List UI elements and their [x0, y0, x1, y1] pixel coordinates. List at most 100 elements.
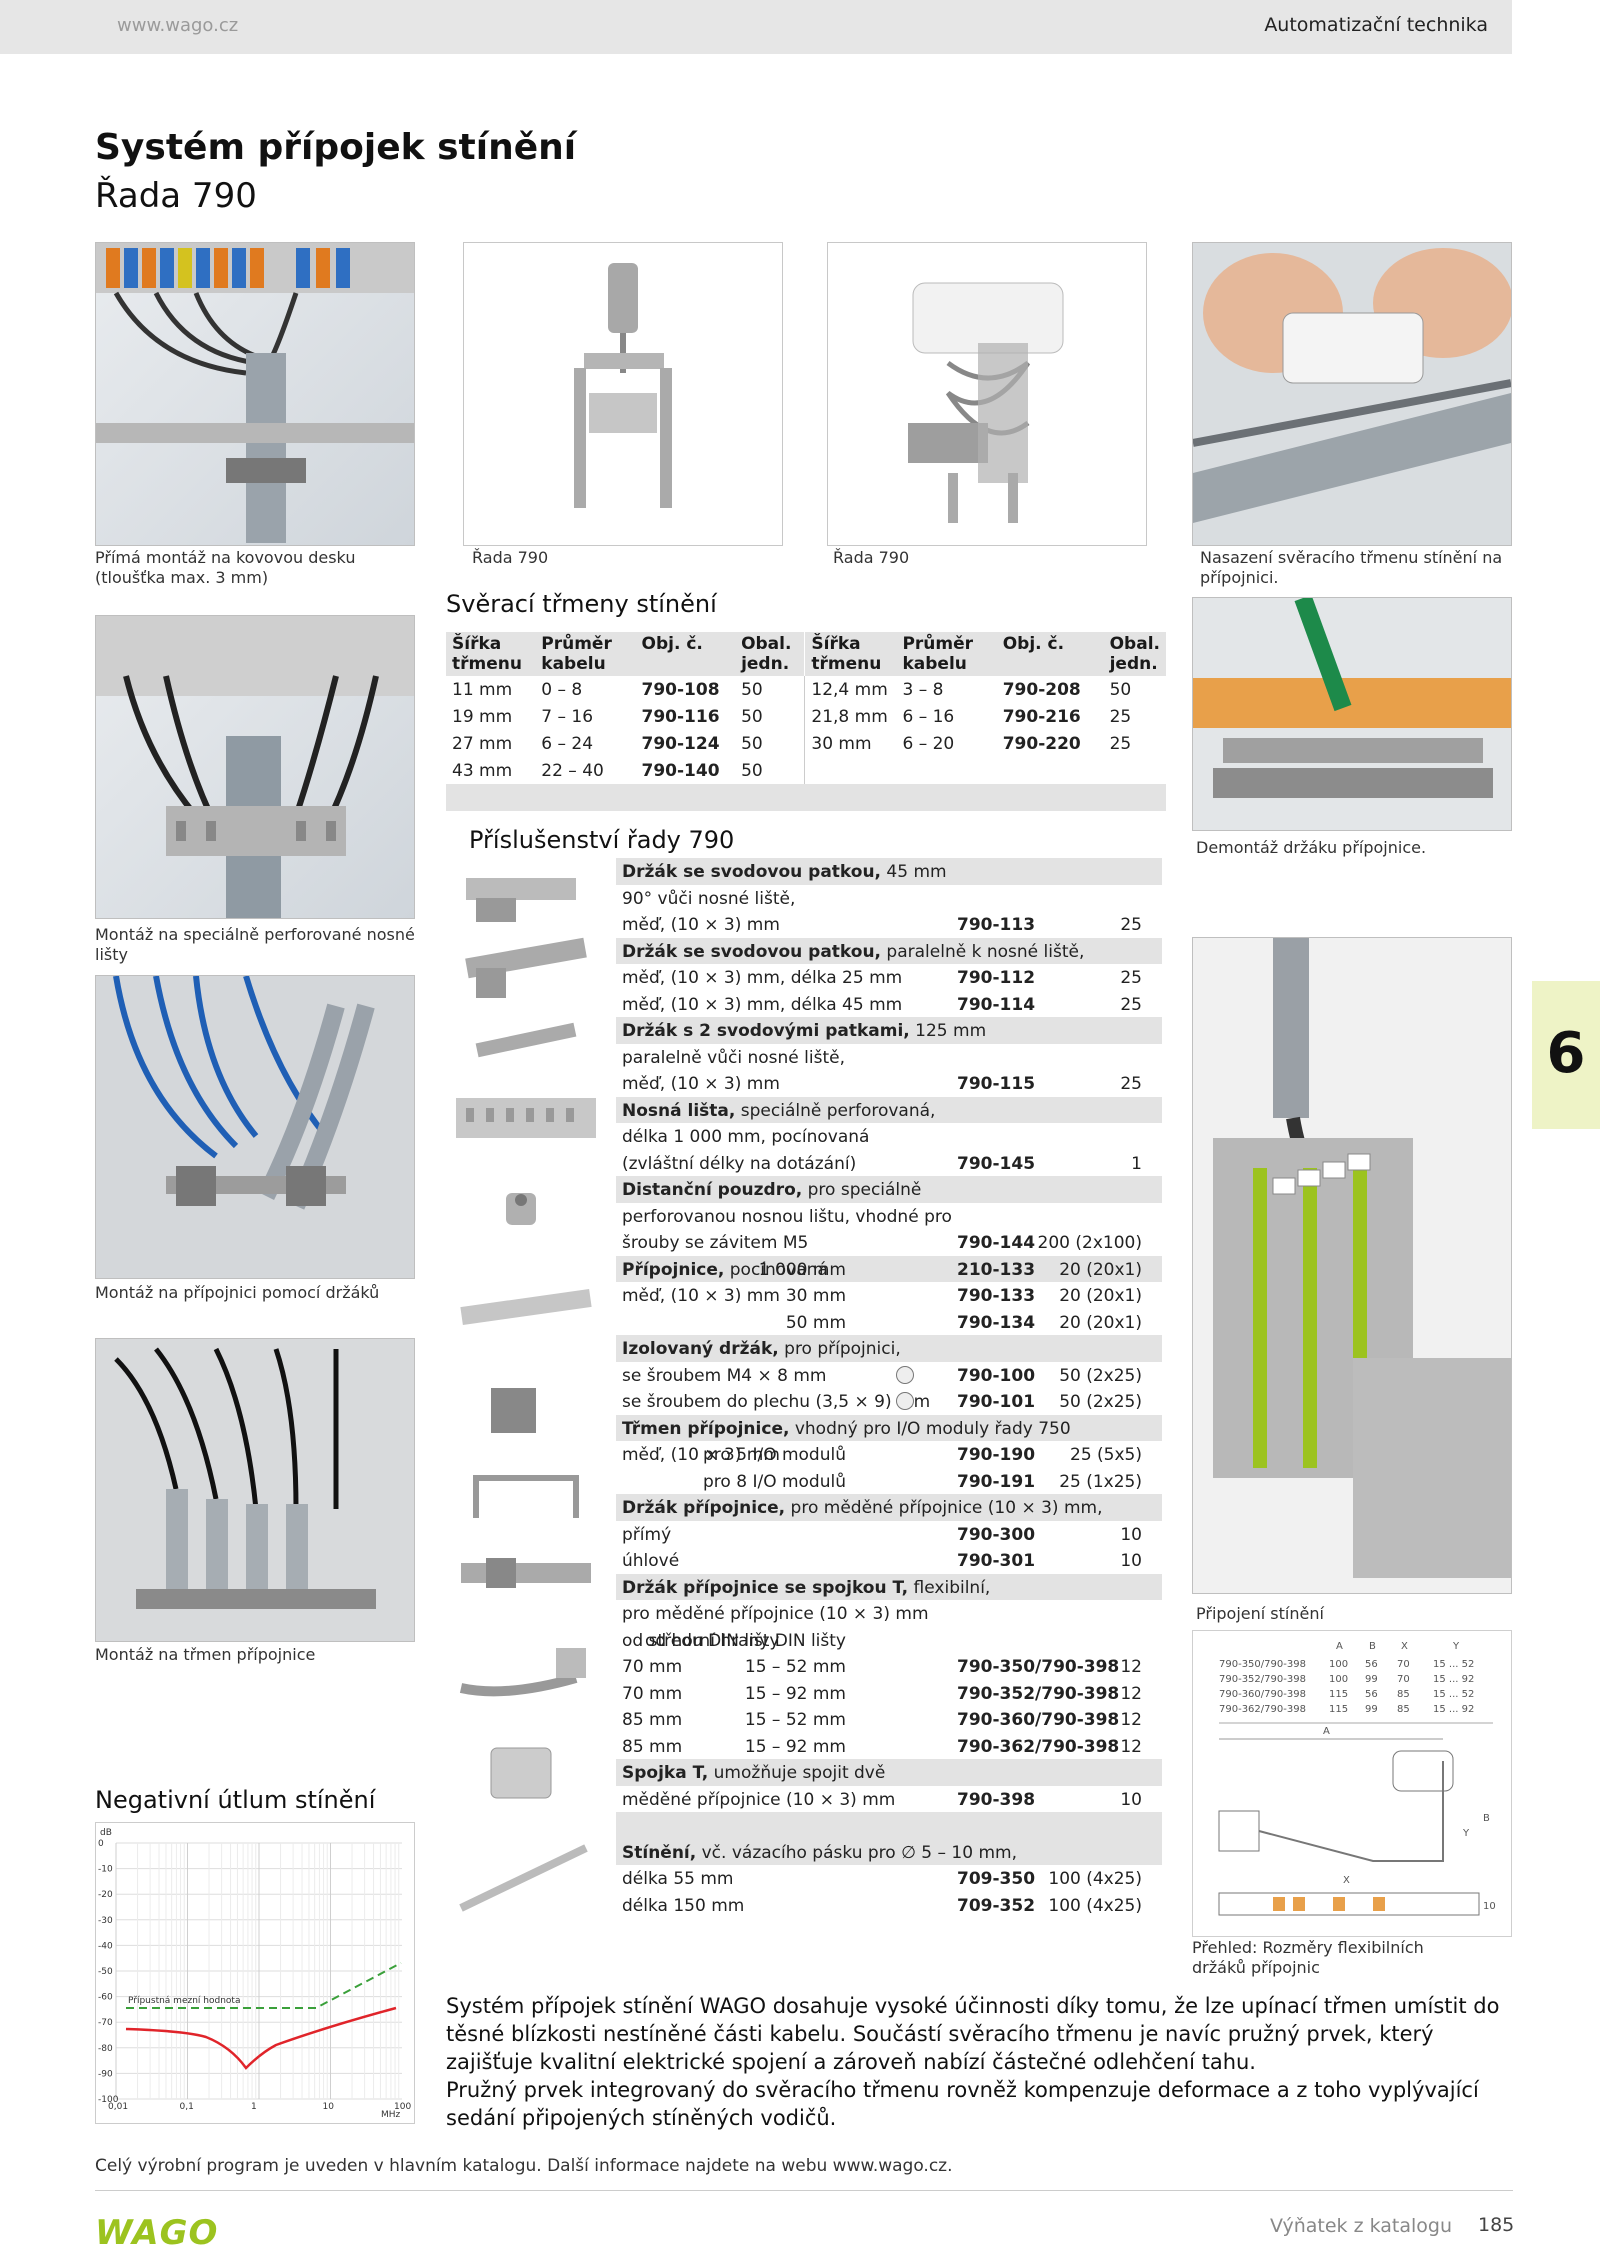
chart-attenuation-curve	[125, 2006, 397, 2070]
accessory-article-number: 790-134	[957, 1312, 1036, 1333]
accessory-text: pro měděné přípojnice (10 × 3) mm	[622, 1604, 929, 1624]
cell: 50	[741, 679, 763, 700]
accessory-text: měď, (10 × 3) mm	[622, 1286, 780, 1306]
chart-ytick-label: -100	[98, 2095, 119, 2105]
accessory-desc: Stínění, vč. vázacího pásku pro ∅ 5 – 10…	[622, 1843, 1017, 1863]
photo-direct-mount	[95, 242, 415, 546]
accessory-text: (zvláštní délky na dotázání)	[622, 1153, 857, 1174]
accessory-name: Stínění,	[622, 1842, 697, 1863]
chart-ytick-label: -90	[98, 2069, 113, 2079]
accessory-article-number: 790-115	[957, 1074, 1036, 1094]
chart-xtick-label: 1	[251, 2102, 257, 2112]
chart-ytick-label: -30	[98, 1916, 113, 1926]
dims-row: 790-350/790-398 100 56 70 15 ... 52	[1219, 1659, 1474, 1670]
dims-cell: 99	[1365, 1704, 1378, 1715]
accessory-desc: Přípojnice, pocínovaná	[622, 1260, 828, 1280]
cell: 50	[741, 733, 763, 754]
accessory-variant: 15 – 52 mm	[744, 1710, 846, 1730]
dims-header-y: Y	[1452, 1641, 1460, 1652]
cell: 12,4 mm	[804, 676, 897, 703]
table-footer-bar	[446, 784, 1166, 811]
accessory-desc: Spojka T, umožňuje spojit dvě	[622, 1763, 885, 1783]
accessory-desc: délka 1 000 mm, pocínovaná	[622, 1127, 869, 1147]
accessory-name: Třmen přípojnice,	[622, 1418, 790, 1439]
accessory-article-number: 790-101	[957, 1392, 1036, 1412]
accessory-desc: se šroubem M4 × 8 mm	[622, 1366, 826, 1386]
cell: 11 mm	[452, 679, 513, 700]
thumb-busbar-icon	[460, 1289, 592, 1325]
accessory-row: paralelně vůči nosné liště,	[616, 1044, 1162, 1071]
chart-ytick-label: -10	[98, 1865, 113, 1875]
cell-article: 790-124	[641, 733, 720, 754]
thumb-shield-icon	[459, 1844, 588, 1912]
cell	[997, 757, 1104, 784]
dims-cell: 56	[1365, 1689, 1378, 1700]
chart-unit-x: MHz	[381, 2110, 401, 2120]
accessory-name: Držák přípojnice se spojkou T,	[622, 1577, 909, 1598]
accessory-article-number: 790-190	[957, 1445, 1036, 1465]
caption-shield-connection: Připojení stínění	[1196, 1604, 1324, 1623]
accessory-desc: Izolovaný držák, pro přípojnici,	[622, 1339, 901, 1359]
accessory-pack-unit: 12	[1120, 1710, 1142, 1730]
site-url-link[interactable]: www.wago.cz	[117, 15, 239, 36]
accessory-variant: 1 000 mm	[758, 1259, 846, 1280]
photo-shield-connection	[1192, 937, 1512, 1594]
thumb-rail-icon	[456, 1098, 596, 1138]
accessory-desc: délka 55 mm	[622, 1869, 734, 1889]
clamp-th-diameter-r: Průměr kabelu	[896, 632, 997, 676]
accessory-text: pro speciálně	[802, 1180, 922, 1200]
accessory-text: měděné přípojnice (10 × 3) mm	[622, 1789, 896, 1810]
thumb-busbar-holder-icon	[461, 1558, 591, 1588]
accessory-text: perforovanou nosnou lištu, vhodné pro	[622, 1206, 952, 1227]
cell: 43 mm	[452, 760, 513, 781]
dims-cell: 100	[1329, 1659, 1348, 1670]
accessory-text: délka 150 mm	[622, 1895, 745, 1916]
accessory-desc: měď, (10 × 3) mm, délka 45 mm	[622, 995, 902, 1015]
accessory-row: Držák se svodovou patkou, paralelně k no…	[616, 937, 1162, 964]
caption-direct-mount: Přímá montáž na kovovou desku (tloušťka …	[95, 548, 356, 587]
accessories-thumbnails	[446, 858, 606, 1928]
chart-limit-label: Přípustná mezní hodnota	[128, 1996, 240, 2006]
accessories-table: Držák se svodovou patkou, 45 mm 90° vůči …	[446, 858, 1600, 1928]
accessory-desc: přímý	[622, 1525, 671, 1545]
accessory-text: měď, (10 × 3) mm, délka 25 mm	[622, 968, 903, 988]
chart-ytick-label: -50	[98, 1967, 113, 1977]
chapter-tab[interactable]: 6	[1532, 981, 1600, 1129]
accessory-article-number: 790-144	[957, 1233, 1036, 1253]
accessory-desc: (zvláštní délky na dotázání)	[622, 1154, 856, 1174]
dim-label-x: X	[1343, 1875, 1350, 1886]
clamp-table: Šířka třmenu Průměr kabelu Obj. č. Obal.…	[446, 632, 1166, 811]
cell: 0 – 8	[541, 679, 583, 700]
accessory-article-number: 790-114	[957, 994, 1036, 1015]
accessory-desc: Držák přípojnice, pro měděné přípojnice …	[622, 1498, 1102, 1518]
accessory-article-number: 709-352	[957, 1895, 1036, 1916]
cell-article: 790-220	[1002, 733, 1081, 754]
dims-cell: 790-360/790-398	[1219, 1689, 1306, 1700]
accessory-desc: pro měděné přípojnice (10 × 3) mm	[622, 1604, 929, 1624]
dims-cell: 85	[1397, 1689, 1410, 1700]
accessory-desc: úhlové	[622, 1551, 679, 1571]
accessory-text: 125 mm	[909, 1021, 987, 1041]
accessory-row: Držák přípojnice se spojkou T, flexibiln…	[616, 1573, 1162, 1600]
accessory-article-number: 790-398	[957, 1789, 1036, 1810]
photo-clamp-790-spring	[827, 242, 1147, 546]
accessory-name: Spojka T,	[622, 1763, 709, 1783]
accessory-row: perforovanou nosnou lištu, vhodné pro	[616, 1203, 1162, 1230]
accessory-text: šrouby se závitem M5	[622, 1233, 809, 1253]
accessory-text: 90° vůči nosné liště,	[622, 888, 796, 909]
accessory-desc: paralelně vůči nosné liště,	[622, 1048, 845, 1068]
dims-cell: 15 ... 52	[1433, 1659, 1474, 1670]
accessory-row: Třmen přípojnice, vhodný pro I/O moduly …	[616, 1414, 1162, 1441]
accessory-desc: Držák se svodovou patkou, 45 mm	[622, 862, 947, 882]
cell: 6 – 16	[902, 706, 955, 727]
accessory-row: Držák se svodovou patkou, 45 mm	[616, 858, 1162, 885]
section-title: Automatizační technika	[1264, 14, 1488, 36]
